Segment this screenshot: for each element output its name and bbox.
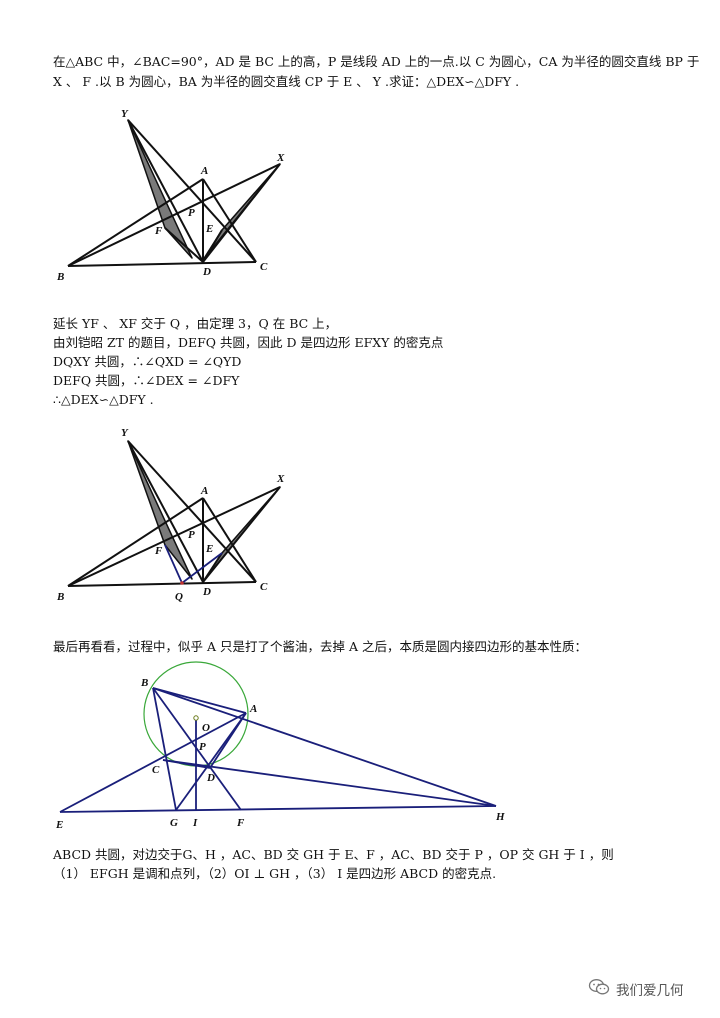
label-A: A [200, 485, 208, 497]
label-P: P [188, 529, 195, 541]
segment-XD [202, 486, 281, 583]
segment-BF [152, 687, 242, 811]
segment-BC [67, 581, 257, 587]
conclusion-line-2: （1） EFGH 是调和点列，（2）OI ⊥ GH ，（3） I 是四边形 AB… [53, 866, 497, 881]
segment-AG [175, 712, 247, 811]
proof-line-1: 延长 YF 、 XF 交于 Q ，由定理 3，Q 在 BC 上， [53, 316, 338, 331]
label-C: C [152, 764, 160, 776]
shaded-triangle-left [127, 440, 193, 580]
point-Q [180, 581, 184, 585]
label-C: C [260, 581, 268, 593]
label-F: F [236, 817, 245, 829]
segment-YD [127, 440, 204, 583]
watermark-text: 我们爱几何 [616, 983, 684, 999]
figure-2 [67, 440, 281, 587]
segment-BA [67, 178, 204, 267]
conclusion-line-1: ABCD 共圆，对边交于G、H ，AC、BD 交 GH 于 E、F ，AC、BD… [53, 847, 614, 862]
shaded-triangle-left [127, 119, 193, 259]
label-H: H [495, 811, 505, 823]
label-B: B [56, 591, 64, 603]
remark-line-1: 最后再看看，过程中，似乎 A 只是打了个酱油，去掉 A 之后，本质是圆内接四边形… [53, 639, 587, 654]
label-D: D [202, 266, 211, 278]
label-Q: Q [175, 591, 183, 603]
segment-EH [59, 805, 497, 813]
segment-BX [67, 486, 281, 587]
figure-1-labels: Y A X P F E B D C [56, 108, 285, 283]
point-O [193, 715, 199, 721]
segment-AD [209, 712, 247, 769]
segment-FQ [164, 544, 183, 584]
segment-BA [67, 497, 204, 587]
label-P: P [199, 741, 206, 753]
label-D: D [202, 586, 211, 598]
segment-BG [152, 687, 177, 811]
segment-BH [152, 687, 497, 807]
segment-BC [67, 261, 257, 267]
proof-line-3: DQXY 共圆，∴∠QXD = ∠QYD [53, 354, 242, 369]
label-A: A [200, 165, 208, 177]
label-X: X [276, 152, 285, 164]
label-E: E [205, 543, 213, 555]
label-G: G [170, 817, 178, 829]
segment-FD [164, 227, 204, 263]
segment-ED [202, 229, 223, 263]
segment-EA [59, 712, 247, 813]
label-Y: Y [121, 108, 129, 120]
label-D: D [206, 772, 215, 784]
problem-line-2: X 、 F .以 B 为圆心，BA 为半径的圆交直线 CP 于 E 、 Y .求… [53, 74, 520, 89]
segment-ED [202, 552, 223, 583]
problem-line-1: 在△ABC 中，∠BAC=90°，AD 是 BC 上的高，P 是线段 AD 上的… [53, 54, 700, 69]
segment-BA [152, 687, 247, 714]
label-F: F [154, 545, 163, 557]
wechat-icon [588, 978, 610, 1000]
label-F: F [154, 225, 163, 237]
proof-line-5: ∴△DEX∽△DFY . [53, 392, 154, 407]
label-E: E [55, 819, 63, 831]
label-A: A [249, 703, 257, 715]
label-P: P [188, 207, 195, 219]
label-Y: Y [121, 427, 129, 439]
label-I: I [192, 817, 198, 829]
watermark: 我们爱几何 [588, 978, 684, 1000]
segment-BX [67, 163, 281, 267]
proof-line-4: DEFQ 共圆，∴∠DEX = ∠DFY [53, 373, 240, 388]
figure-3-labels: B A O P C D E G I F H [55, 677, 505, 831]
label-E: E [205, 223, 213, 235]
segment-CD [162, 759, 211, 769]
figure-2-labels: Y A X P F E B Q D C [56, 427, 285, 603]
figure-3 [59, 661, 497, 813]
proof-line-2: 由刘铠昭 ZT 的题目，DEFQ 共圆，因此 D 是四边形 EFXY 的密克点 [53, 335, 444, 350]
segment-YC [127, 119, 257, 263]
segment-AC [202, 178, 257, 263]
label-O: O [202, 722, 210, 734]
label-B: B [56, 271, 64, 283]
segment-YD [127, 119, 204, 263]
figure-2-blue [164, 544, 223, 584]
label-X: X [276, 473, 285, 485]
segment-YC [127, 440, 257, 583]
figure-1 [67, 119, 281, 267]
label-B: B [140, 677, 148, 689]
segment-EQ [181, 552, 223, 584]
segment-CH [162, 759, 497, 807]
label-C: C [260, 261, 268, 273]
segment-AC [202, 497, 257, 583]
segment-XD [202, 163, 281, 263]
